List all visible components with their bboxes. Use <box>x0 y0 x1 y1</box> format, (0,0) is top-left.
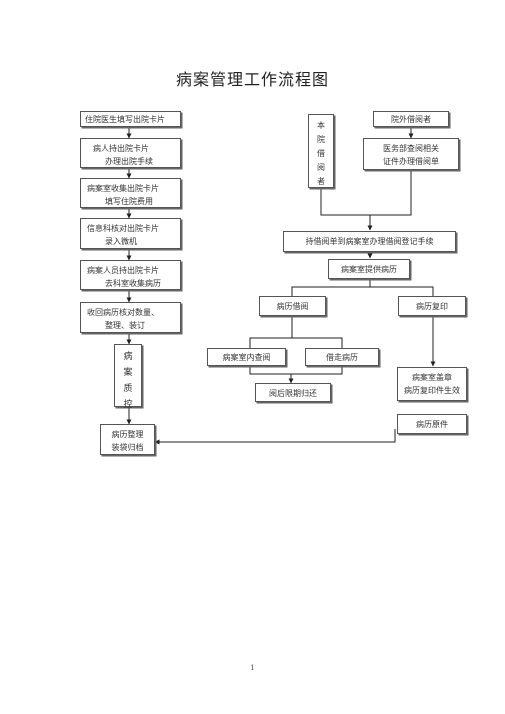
return-box: 阅后限期归还 <box>255 383 331 402</box>
register-box: 持借阅单到病案室办理借阅登记手续 <box>283 231 456 252</box>
provide-records-box: 病案室提供病历 <box>328 259 410 279</box>
internal-reader-box: 本 院 借 阅 者 <box>308 114 334 188</box>
original-box: 病历原件 <box>397 414 467 434</box>
medical-dept-line-2: 证件办理借阅单 <box>383 157 439 166</box>
ir-char-1: 本 <box>317 121 325 130</box>
stamp-box: 病案室盖章 病历复印件生效 <box>397 367 467 401</box>
qc-char-1: 病 <box>123 352 133 362</box>
step-doctor-fill-card: 住院医生填写出院卡片 <box>80 111 181 127</box>
medical-dept-line-1: 医务部查阅相关 <box>383 144 439 153</box>
return-merge <box>249 366 343 375</box>
step-collect-records-line-1: 病案人员持出院卡片 <box>87 266 159 275</box>
step-doctor-fill-card-line-1: 住院医生填写出院卡片 <box>85 115 165 124</box>
step-patient-discharge: 病人持出院卡片 办理出院手续 <box>80 138 181 168</box>
step-collect-records: 病案人员持出院卡片 去科室收集病历 <box>80 260 181 290</box>
ir-char-5: 者 <box>317 177 325 186</box>
step-verify-bind-line-1: 收回病历核对数量、 <box>87 308 159 317</box>
step-info-verify: 信息科核对出院卡片 录入微机 <box>80 218 181 249</box>
register-label: 持借阅单到病案室办理借阅登记手续 <box>305 237 434 246</box>
qc-char-3: 质 <box>123 384 133 394</box>
external-reader-box: 院外借阅者 <box>373 111 449 127</box>
copy-box: 病历复印 <box>398 296 466 316</box>
step-archive-line-1: 病历整理 <box>111 430 144 439</box>
qc-char-4: 控 <box>123 400 133 410</box>
borrow-label: 病历借阅 <box>276 302 309 311</box>
provide-records-label: 病案室提供病历 <box>341 265 397 274</box>
stamp-line-1: 病案室盖章 <box>412 373 452 382</box>
step-collect-cards: 病案室收集出院卡片 填写住院费用 <box>80 178 181 208</box>
arrow-to-archive <box>154 429 396 445</box>
merge-line <box>320 170 412 216</box>
step-patient-discharge-line-2: 办理出院手续 <box>105 157 153 166</box>
original-label: 病历原件 <box>416 420 448 429</box>
borrow-box: 病历借阅 <box>259 296 326 316</box>
qc-char-2: 案 <box>123 368 133 378</box>
page-title: 病案管理工作流程图 <box>175 70 329 89</box>
return-label: 阅后限期归还 <box>269 389 317 398</box>
step-verify-bind: 收回病历核对数量、 整理、装订 <box>80 302 181 333</box>
borrow-split <box>249 337 343 348</box>
stamp-line-2: 病历复印件生效 <box>404 386 460 395</box>
take-out-box: 借走病历 <box>305 348 379 366</box>
step-archive-line-2: 装袋归档 <box>111 443 144 452</box>
step-collect-cards-line-1: 病案室收集出院卡片 <box>87 184 159 193</box>
step-archive: 病历整理 装袋归档 <box>100 424 155 455</box>
step-info-verify-line-2: 录入微机 <box>105 237 137 246</box>
quality-control-box: 病 案 质 控 <box>114 344 142 410</box>
step-verify-bind-line-2: 整理、装订 <box>105 321 145 330</box>
copy-label: 病历复印 <box>416 302 448 311</box>
step-collect-cards-line-2: 填写住院费用 <box>105 197 153 206</box>
split-line <box>291 286 434 296</box>
step-patient-discharge-line-1: 病人持出院卡片 <box>93 144 149 153</box>
ir-char-2: 院 <box>317 135 325 144</box>
ir-char-3: 借 <box>317 149 325 158</box>
step-collect-records-line-2: 去科室收集病历 <box>105 279 161 288</box>
external-reader-label: 院外借阅者 <box>391 115 431 124</box>
take-out-label: 借走病历 <box>326 353 358 362</box>
in-room-box: 病案室内查阅 <box>207 348 286 366</box>
step-info-verify-line-1: 信息科核对出院卡片 <box>87 224 159 233</box>
page-number: 1 <box>250 664 255 672</box>
ir-char-4: 阅 <box>317 163 325 172</box>
medical-dept-box: 医务部查阅相关 证件办理借阅单 <box>363 138 459 170</box>
in-room-label: 病案室内查阅 <box>222 353 271 362</box>
